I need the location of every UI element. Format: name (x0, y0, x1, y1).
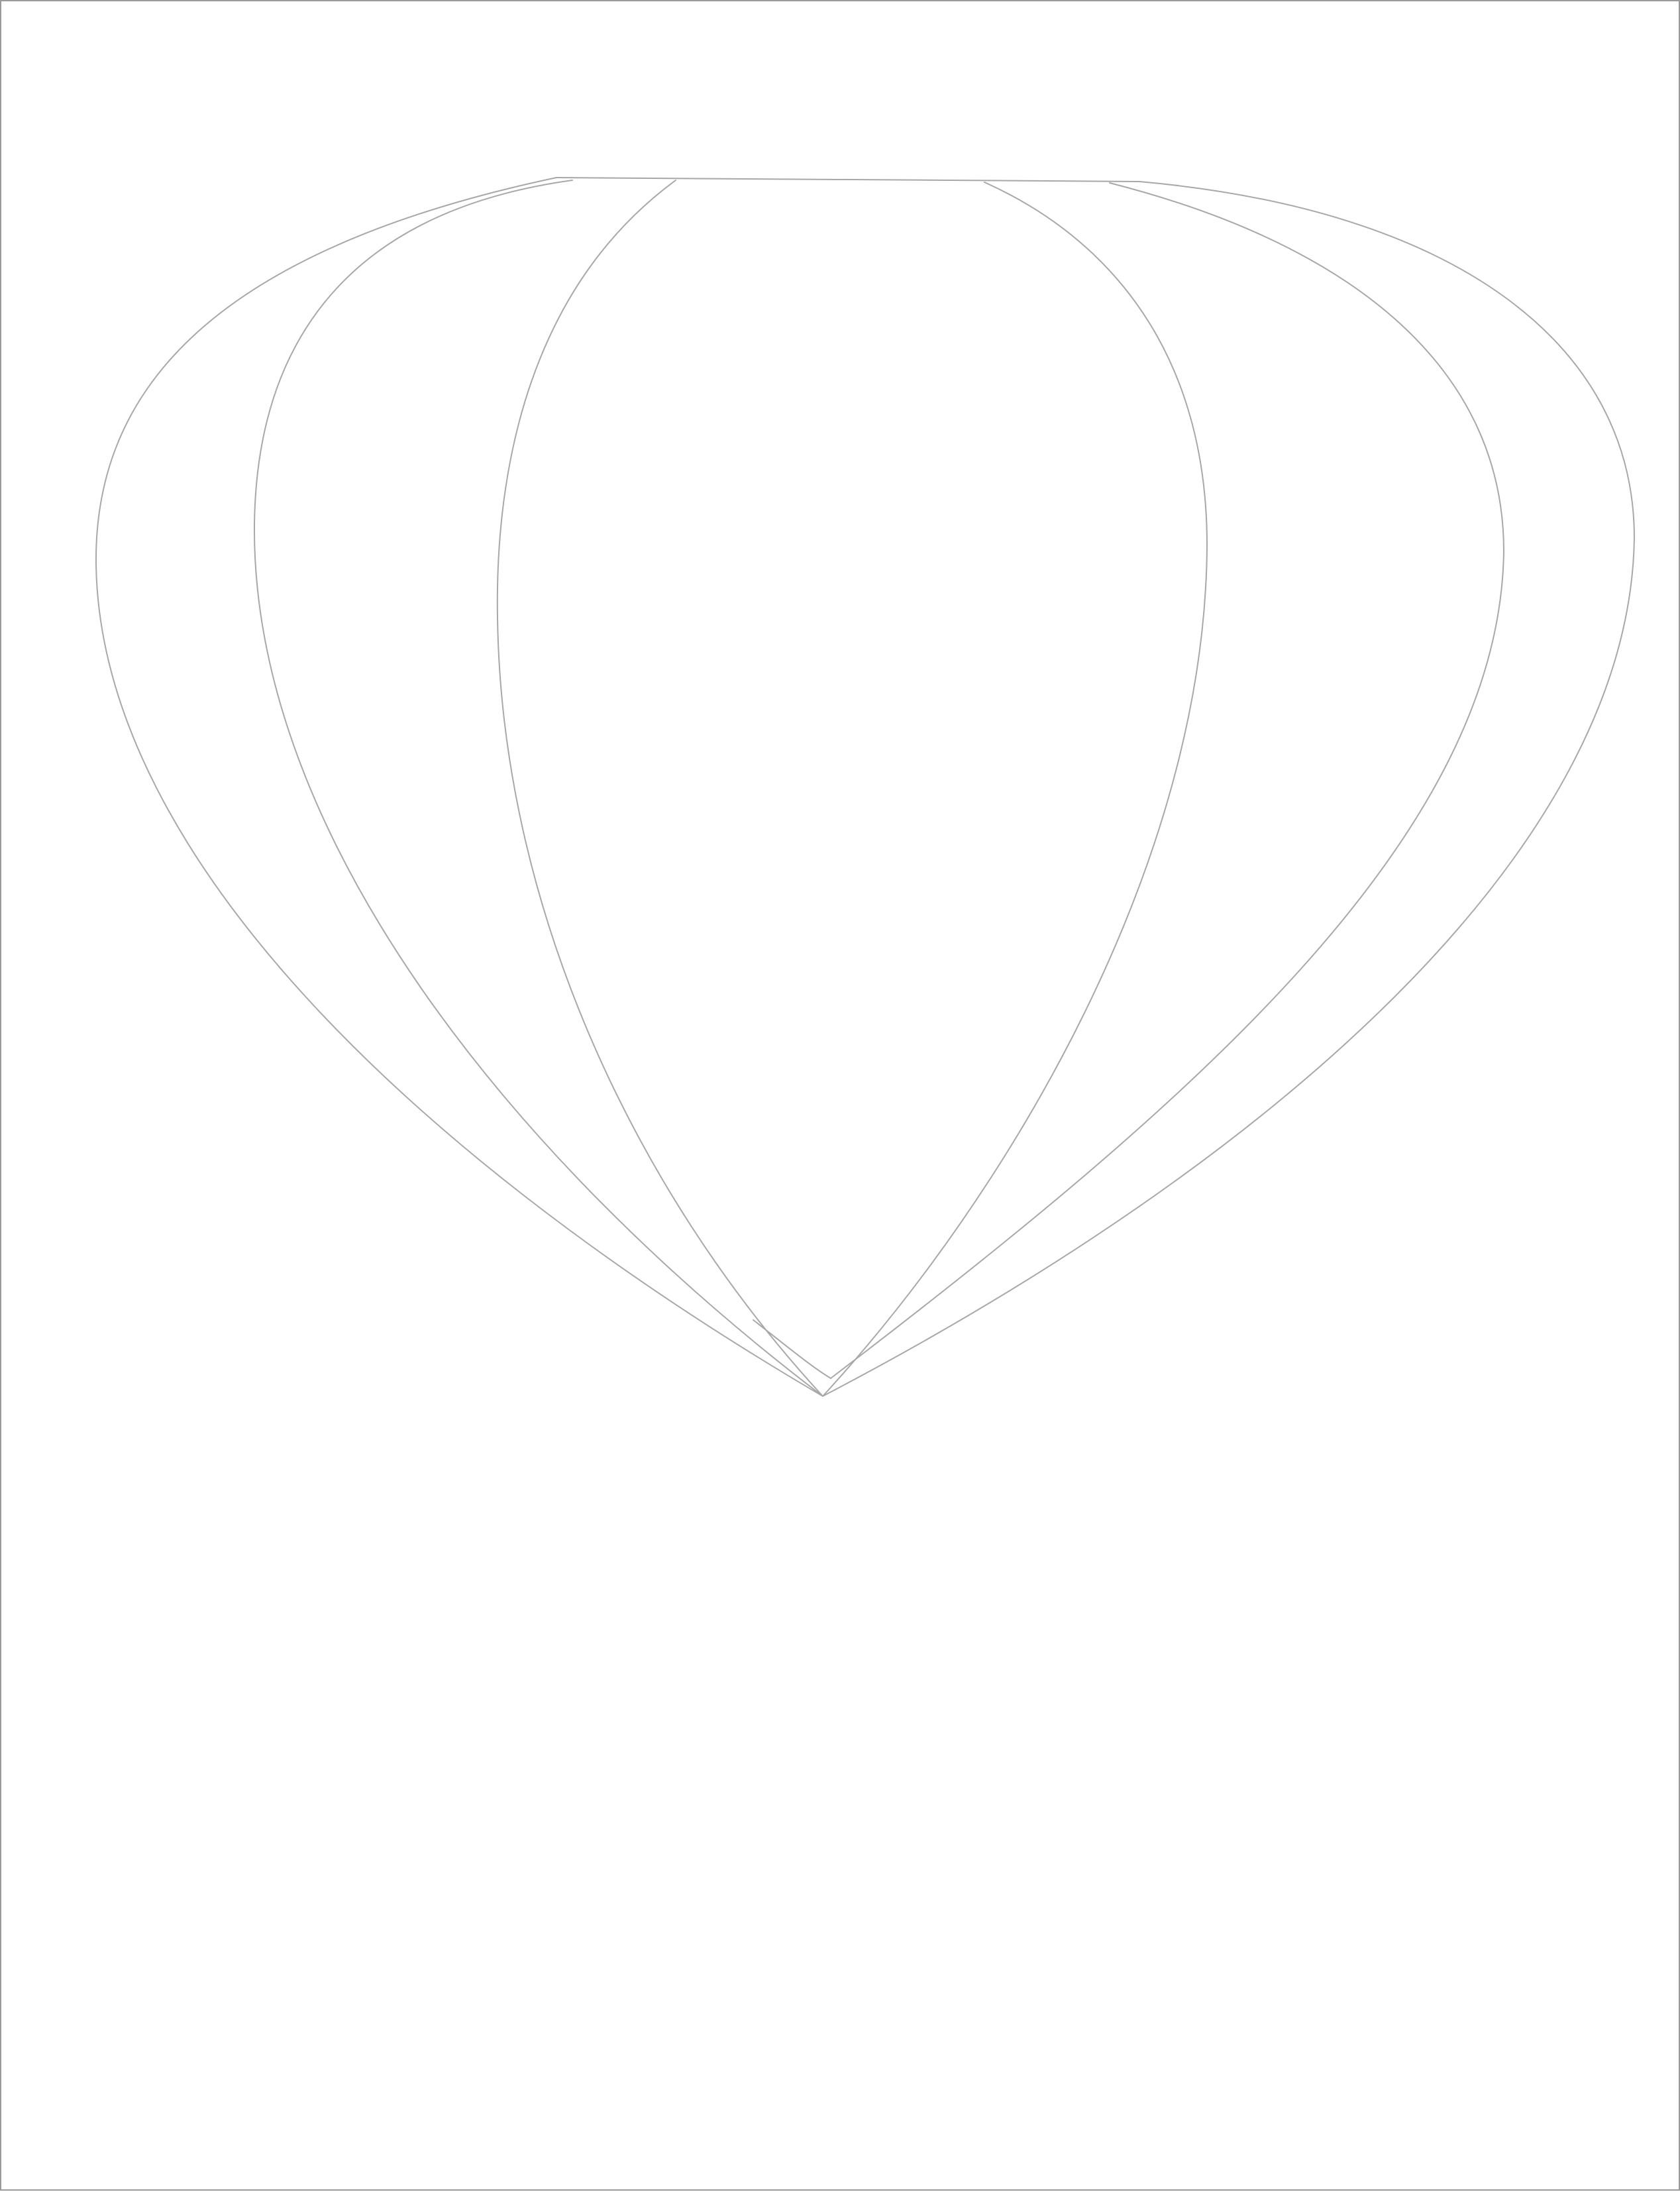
balloon-panel-edge-middle-right (830, 182, 1504, 1379)
balloon-panel-edge-middle-left (253, 180, 823, 1397)
balloon-panel-edge-outer-left (95, 177, 823, 1397)
balloon-top-rim (556, 177, 1140, 182)
balloon-envelope (95, 177, 1635, 1397)
balloon-panel-edge-outer-right (822, 181, 1635, 1397)
balloon-panel-edge-inner-right (822, 182, 1208, 1397)
balloon-bottom-cross-line (753, 1319, 831, 1379)
balloon-panel-edge-inner-left (496, 180, 823, 1397)
